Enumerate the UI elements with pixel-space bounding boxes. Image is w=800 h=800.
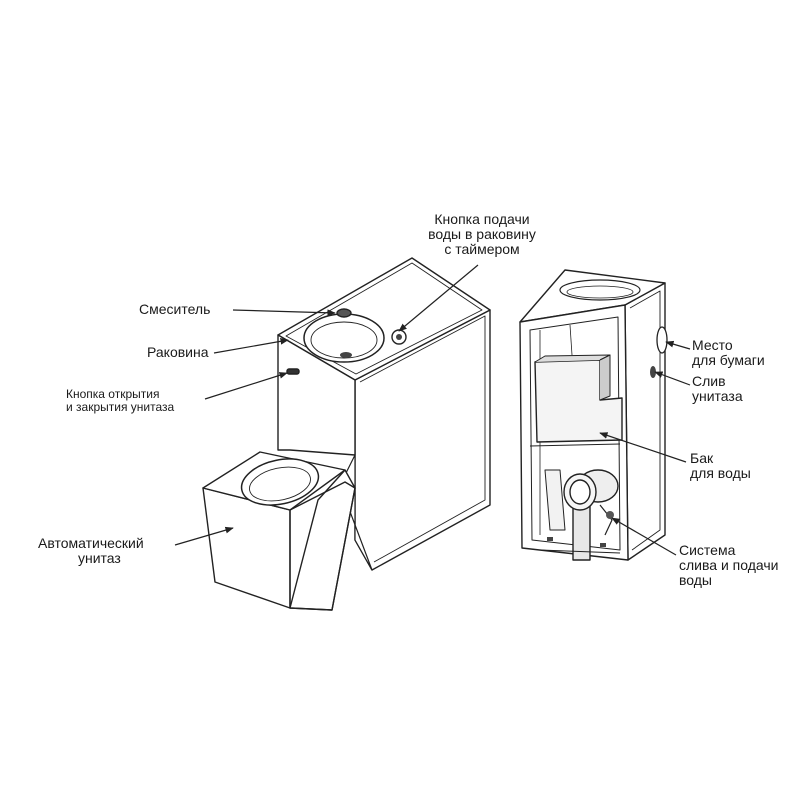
label-mixer: Смеситель [139,302,210,317]
label-auto-toilet: Автоматический унитаз [38,536,144,566]
label-timer-button: Кнопка подачи воды в раковину с таймером [420,212,544,257]
label-sink-text: Раковина [147,344,209,360]
label-toilet-button: Кнопка открытия и закрытия унитаза [66,388,174,414]
label-paper-place: Место для бумаги [692,338,765,368]
paper-holder [656,326,668,354]
label-paper-line2: для бумаги [692,352,765,368]
label-drain-line2: унитаза [692,388,743,404]
leader-toilet-button [204,372,288,400]
toilet-button [286,368,300,375]
label-water-tank: Бак для воды [690,451,751,481]
leader-lines [174,264,691,556]
label-auto-toilet-line2: унитаз [78,550,121,566]
label-timer-button-line3: с таймером [444,241,520,257]
leader-drain [654,371,691,386]
leader-paper [665,340,691,350]
label-toilet-drain: Слив унитаза [692,374,743,404]
leader-sink [213,337,289,354]
exterior-unit [202,257,491,611]
label-system-line1: Система [679,542,736,558]
label-mixer-text: Смеситель [139,301,211,317]
label-sink: Раковина [147,345,209,360]
label-toilet-button-line1: Кнопка открытия [66,387,160,401]
leader-auto-toilet [174,526,234,546]
label-tank-line1: Бак [690,450,714,466]
sink-drain [340,352,352,358]
label-paper-line1: Место [692,337,733,353]
label-timer-button-line2: воды в раковину [428,226,536,242]
label-drain-line1: Слив [692,373,726,389]
leader-drain-system [611,517,677,556]
leader-mixer [232,309,336,317]
label-system-line3: воды [679,572,712,588]
label-auto-toilet-line1: Автоматический [38,535,144,551]
label-timer-button-line1: Кнопка подачи [434,211,530,227]
drain-system [539,469,621,561]
mixer-tap [336,308,352,318]
label-drain-system: Система слива и подачи воды [679,543,778,588]
leader-tank [599,432,687,463]
cabinet-front [277,334,356,456]
interior-unit [519,269,668,561]
label-toilet-button-line2: и закрытия унитаза [66,400,175,414]
label-system-line2: слива и подачи [679,557,779,573]
leader-timer-button [398,264,479,332]
label-tank-line2: для воды [690,465,751,481]
interior-right-side [624,282,666,561]
